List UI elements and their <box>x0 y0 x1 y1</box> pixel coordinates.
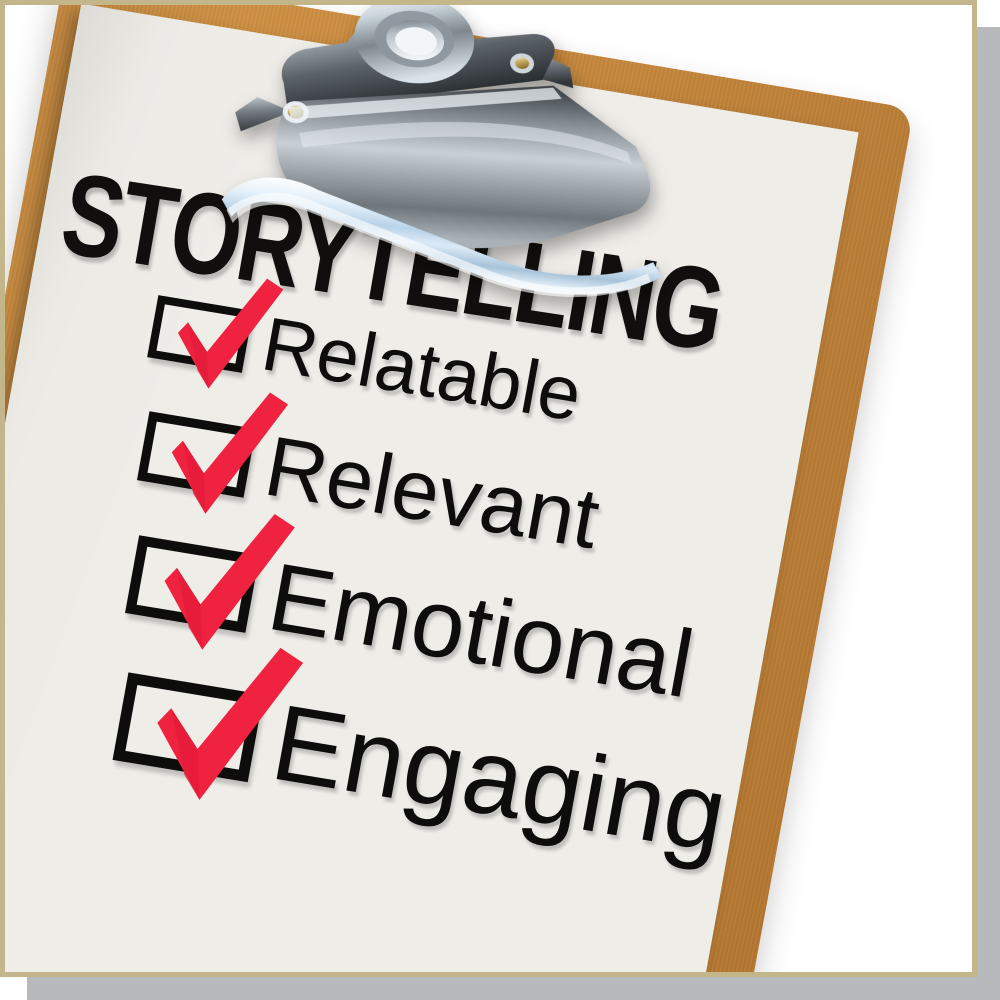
frame-shadow-bottom <box>27 977 1000 1000</box>
clip-seam-highlight <box>288 87 562 120</box>
checkbox[interactable] <box>125 513 295 650</box>
frame-rule-top <box>0 0 977 5</box>
clipboard-clip-icon[interactable] <box>199 0 704 312</box>
frame-rule-right <box>972 0 977 977</box>
checkbox[interactable] <box>137 392 289 514</box>
clip-front-lip <box>221 177 662 295</box>
frame-rule-left <box>0 0 5 977</box>
clip-body-highlight <box>299 121 632 165</box>
checkbox[interactable] <box>112 647 304 800</box>
checkbox[interactable] <box>147 278 284 389</box>
clip-right-rivet <box>515 57 530 69</box>
clip-eyelet-highlight <box>395 27 437 56</box>
list-item-label: Relevant <box>258 418 607 568</box>
clip-lip-highlight <box>226 192 651 297</box>
frame-rule-bottom <box>0 972 977 977</box>
frame-shadow-right <box>977 27 1000 1000</box>
clip-left-arm <box>235 97 292 132</box>
